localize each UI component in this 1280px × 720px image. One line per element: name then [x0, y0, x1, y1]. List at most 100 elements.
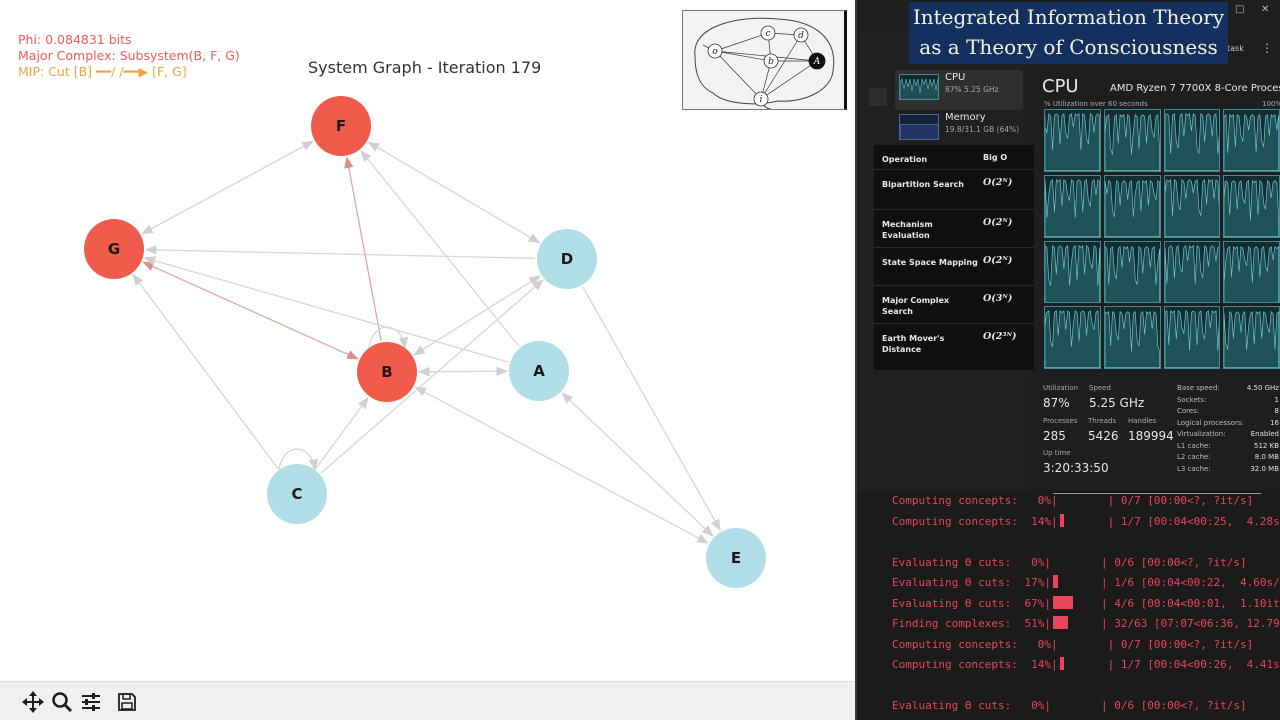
graph-edge — [582, 286, 721, 532]
progress-bar — [1052, 575, 1083, 588]
graph-node-e — [706, 528, 766, 588]
max-percent-label: 100% — [1262, 100, 1280, 108]
cpu-core-graph — [1163, 240, 1221, 304]
handles-label: Handles — [1128, 417, 1157, 425]
cpu-core-graph — [1223, 109, 1280, 172]
progress-stats: | 4/6 [00:04<00:01, 1.10it/s] — [1100, 596, 1280, 610]
pan-icon[interactable] — [21, 690, 45, 714]
graph-node-label: C — [291, 485, 302, 503]
cpu-core-graph — [1163, 174, 1221, 238]
cpu-thumbnail-graph — [899, 74, 939, 100]
progress-bar-fill — [1052, 616, 1069, 629]
graph-node-label: D — [561, 250, 573, 268]
progress-bar — [1059, 513, 1090, 527]
phi-value-text: Phi: 0.084831 bits — [18, 32, 132, 47]
figure-toolbar — [0, 681, 855, 720]
configure-icon[interactable] — [79, 690, 103, 714]
progress-description: Evaluating Θ cuts: 0%| — [892, 555, 1051, 569]
graph-edge — [414, 386, 709, 544]
inset-node-label: c — [765, 29, 770, 39]
sidebar-item-memory[interactable]: Memory 19.8/31.1 GB (64%) — [895, 110, 1023, 150]
big-o-header-value: Big O — [983, 153, 1008, 162]
progress-description: Evaluating Θ cuts: 17%| — [892, 576, 1051, 589]
progress-description: Computing concepts: 14%| — [892, 658, 1058, 671]
nav-icon[interactable] — [869, 88, 887, 106]
progress-bar — [1052, 595, 1083, 609]
big-o-operation: Earth Mover's Distance — [882, 334, 945, 354]
progress-bar — [1053, 698, 1083, 711]
terminal-output: Computing concepts: 0%|| 0/7 [00:00<?, ?… — [857, 490, 1280, 720]
spec-value: 1 — [1274, 395, 1279, 404]
maximize-icon[interactable]: □ — [1235, 4, 1245, 15]
zoom-icon[interactable] — [50, 690, 74, 714]
cpu-core-graph — [1103, 109, 1161, 172]
progress-stats: | 0/7 [00:00<?, ?it/s] — [1107, 637, 1254, 651]
cpu-core-graph — [1103, 306, 1161, 369]
graph-edge — [320, 279, 544, 474]
cpu-core-graph — [1044, 174, 1101, 238]
graph-self-loop — [278, 448, 319, 472]
spec-label: L1 cache: — [1177, 441, 1211, 450]
graph-node-c — [267, 464, 327, 524]
graph-edge — [367, 141, 541, 244]
terminal-line: Evaluating Θ cuts: 17%|| 1/6 [00:04<00:2… — [892, 575, 1280, 589]
progress-stats: | 0/6 [00:00<?, ?it/s] — [1100, 699, 1247, 712]
inset-node-label: A — [813, 57, 821, 67]
spec-value: 8.0 MB — [1254, 453, 1279, 461]
cpu-core-graph — [1044, 306, 1101, 369]
more-options-icon[interactable]: ⋮ — [1261, 41, 1273, 55]
graph-edge — [344, 156, 382, 341]
cpu-heading: CPU — [1042, 76, 1079, 97]
progress-bar — [1053, 555, 1083, 568]
cpu-core-graph — [1163, 109, 1221, 172]
graph-node-g — [84, 219, 144, 279]
threads-value: 5426 — [1088, 429, 1119, 443]
graph-edge — [561, 392, 714, 537]
terminal-line: Computing concepts: 14%| | 1/7 [00:04<00:… — [892, 657, 1280, 671]
back-arrow-icon[interactable] — [0, 690, 10, 714]
cpu-core-graph — [1103, 240, 1161, 304]
save-icon[interactable] — [115, 690, 139, 714]
sidebar-item-label: Memory — [945, 112, 986, 123]
spec-label: Cores: — [1177, 407, 1200, 415]
cpu-core-graph-grid — [1044, 109, 1280, 369]
inset-node-label: b — [768, 57, 774, 67]
progress-stats: | 1/7 [00:04<00:26, 4.41s/it] — [1107, 658, 1280, 671]
progress-bar — [1052, 616, 1083, 629]
spec-value: 4.50 GHz — [1246, 384, 1279, 392]
big-o-operation: State Space Mapping — [882, 258, 978, 267]
graph-node-label: A — [533, 362, 545, 380]
brain-network-diagram: o c d b A i — [694, 17, 835, 110]
sidebar-item-cpu[interactable]: CPU 87% 5.25 GHz — [895, 70, 1023, 110]
speed-label: Speed — [1089, 384, 1111, 392]
progress-stats: | 0/6 [00:00<?, ?it/s] — [1100, 555, 1247, 569]
speed-value: 5.25 GHz — [1089, 396, 1145, 410]
cpu-core-graph — [1223, 240, 1280, 304]
spec-value: Enabled — [1250, 430, 1279, 438]
inset-node-label: o — [712, 47, 718, 57]
graph-edge — [142, 261, 359, 360]
uptime-value: 3:20:33:50 — [1043, 461, 1109, 475]
graph-edge — [144, 245, 536, 259]
progress-description: Evaluating Θ cuts: 67%| — [892, 596, 1051, 610]
progress-bar-fill — [1052, 575, 1059, 588]
close-icon[interactable]: ✕ — [1261, 4, 1270, 15]
graph-node-label: G — [108, 240, 120, 258]
big-o-complexity: O(2ᴺ) — [983, 177, 1013, 188]
graph-node-label: E — [731, 549, 741, 567]
progress-bar — [1060, 637, 1090, 650]
spec-value: 16 — [1270, 418, 1279, 427]
graph-node-b — [357, 342, 417, 402]
run-task-button[interactable]: task — [1227, 44, 1244, 53]
progress-stats: | 1/7 [00:04<00:25, 4.28s/it] — [1107, 514, 1280, 528]
spec-label: Logical processors: — [1177, 418, 1244, 427]
sidebar-item-detail: 87% 5.25 GHz — [945, 85, 999, 94]
progress-bar — [1059, 657, 1090, 670]
